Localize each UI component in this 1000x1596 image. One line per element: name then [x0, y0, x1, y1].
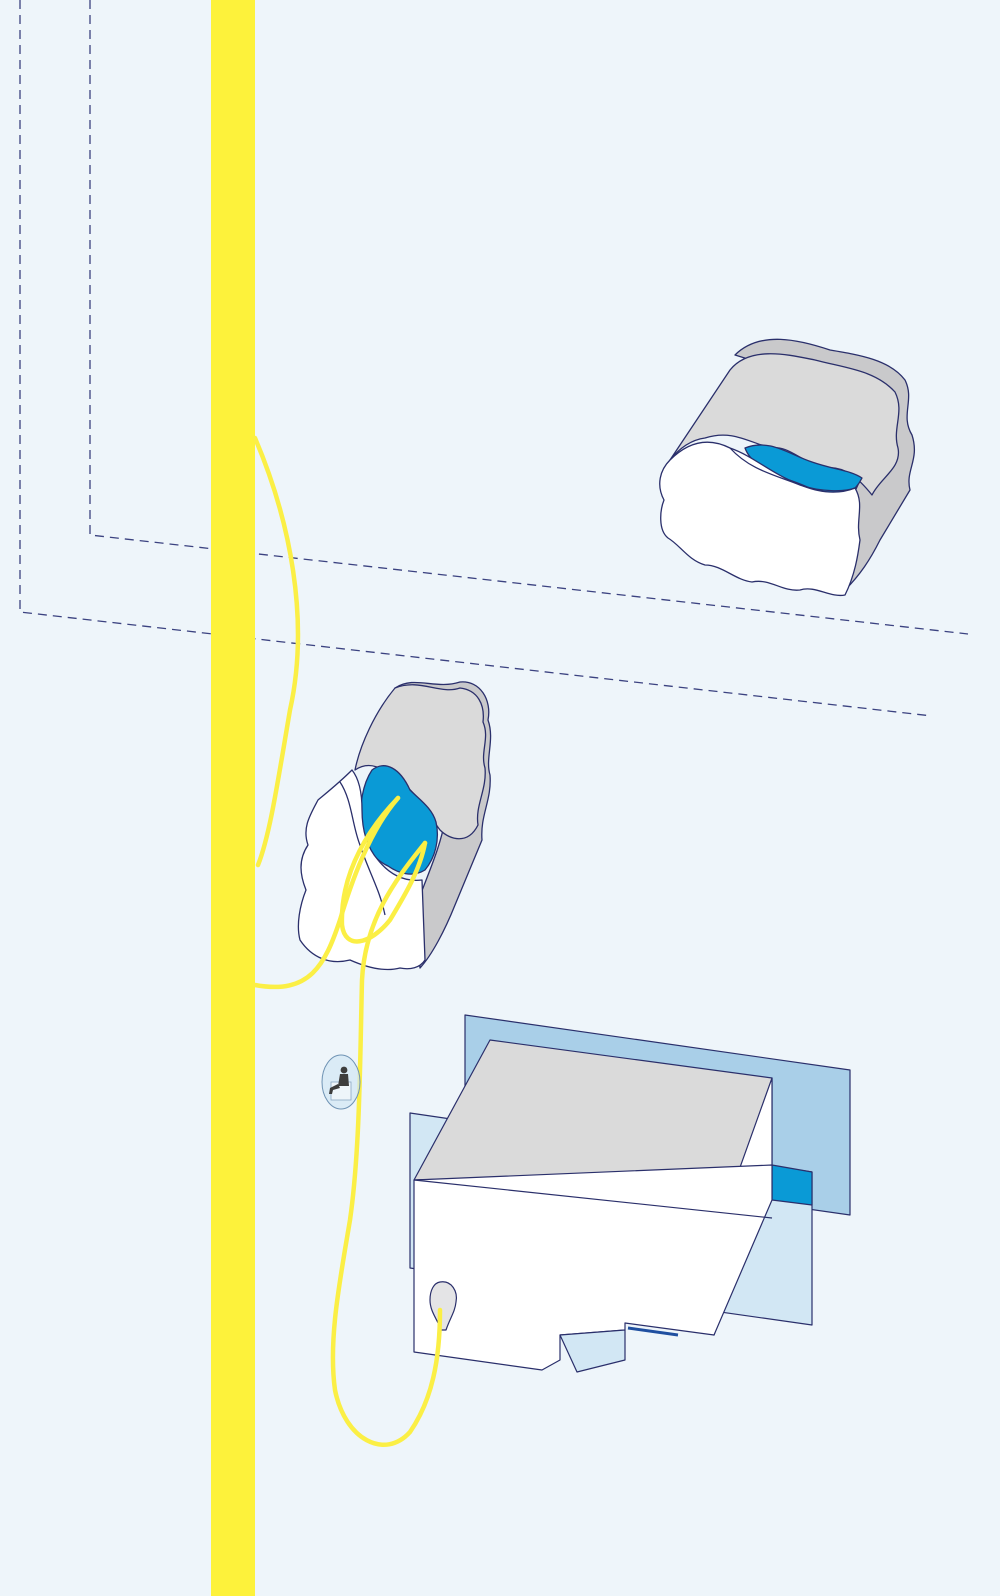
bubble-pod-icon — [321, 1054, 361, 1110]
interior-loop-path — [339, 795, 428, 944]
box-entrance-pod — [429, 1281, 457, 1331]
person-legs — [329, 1084, 340, 1094]
outer-boundary-line — [19, 0, 933, 717]
upper-volume-inner-edge — [729, 447, 856, 492]
box-water-strip — [771, 1164, 813, 1206]
main-vertical-path — [211, 0, 255, 1596]
mid-volume-inner-edge — [339, 781, 386, 916]
middle-wavy-volume — [297, 681, 492, 971]
mid-volume-top-face — [354, 684, 487, 840]
upper-wavy-volume — [659, 338, 916, 597]
dashed-boundary-lines — [19, 0, 969, 717]
lower-box-volume — [409, 1014, 851, 1373]
seated-person-icon — [329, 1066, 349, 1094]
person-body — [338, 1074, 349, 1086]
upper-volume-front-face — [659, 441, 861, 597]
box-top-edge — [413, 1179, 773, 1219]
upper-branch-path — [252, 435, 301, 868]
person-head — [340, 1066, 348, 1074]
branching-paths — [252, 435, 443, 1447]
box-step-shadow — [559, 1329, 626, 1373]
descending-path — [330, 840, 443, 1447]
box-base-accent — [627, 1326, 679, 1337]
